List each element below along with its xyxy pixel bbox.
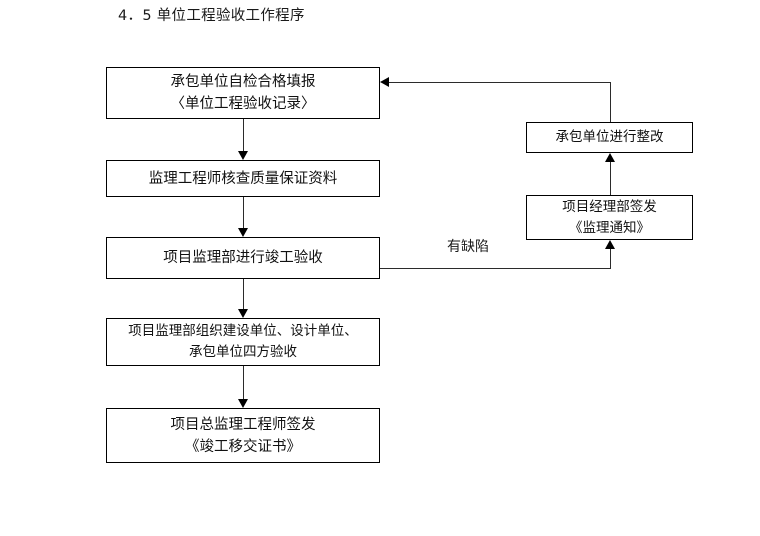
connector-rectify-to-self-inspect	[389, 82, 611, 83]
arrowhead-review-docs-in	[238, 151, 248, 160]
flow-node-four-party-acceptance[interactable]: 项目监理部组织建设单位、设计单位、 承包单位四方验收	[106, 318, 380, 366]
arrowhead-rectify-in	[605, 153, 615, 162]
arrowhead-certificate-in	[238, 399, 248, 408]
connector-completion-to-four-party	[243, 279, 244, 310]
flow-node-completion-acceptance-line1: 项目监理部进行竣工验收	[163, 250, 323, 266]
connector-self-inspect-to-review	[243, 119, 244, 152]
connector-review-to-completion	[243, 197, 244, 229]
connector-rectify-up	[610, 82, 611, 123]
flow-node-supervision-notice-line2: 《监理通知》	[569, 219, 650, 236]
flow-node-review-documents-line1: 监理工程师核查质量保证资料	[148, 170, 338, 187]
flow-node-handover-certificate-line2: 《竣工移交证书》	[185, 438, 301, 455]
flow-node-supervision-notice-line1: 项目经理部签发	[562, 198, 657, 215]
flow-node-review-documents[interactable]: 监理工程师核查质量保证资料	[106, 160, 380, 197]
flow-node-contractor-rectify[interactable]: 承包单位进行整改	[526, 122, 693, 153]
flow-node-self-inspect-line1: 承包单位自检合格填报	[170, 74, 316, 90]
connector-four-party-to-certificate	[243, 366, 244, 400]
flow-node-completion-acceptance[interactable]: 项目监理部进行竣工验收	[106, 237, 380, 279]
flow-node-handover-certificate[interactable]: 项目总监理工程师签发 《竣工移交证书》	[106, 408, 380, 463]
flow-node-four-party-acceptance-line1: 项目监理部组织建设单位、设计单位、	[128, 323, 358, 339]
connector-notice-to-rectify	[610, 162, 611, 196]
edge-label-defect: 有缺陷	[447, 239, 489, 255]
arrowhead-notice-in	[605, 240, 615, 249]
flow-node-contractor-rectify-line1: 承包单位进行整改	[555, 129, 664, 145]
arrowhead-self-inspect-in	[380, 77, 389, 87]
arrowhead-four-party-in	[238, 309, 248, 318]
flow-node-self-inspect[interactable]: 承包单位自检合格填报 〈单位工程验收记录〉	[106, 67, 380, 119]
connector-defect-vertical-up	[610, 249, 611, 269]
page-title: 4．5 单位工程验收工作程序	[118, 8, 305, 24]
flow-node-handover-certificate-line1: 项目总监理工程师签发	[170, 416, 316, 433]
arrowhead-completion-in	[238, 228, 248, 237]
flow-node-supervision-notice[interactable]: 项目经理部签发 《监理通知》	[526, 195, 693, 240]
flow-node-self-inspect-line2: 〈单位工程验收记录〉	[170, 96, 316, 112]
connector-defect-horizontal	[380, 268, 611, 269]
flow-node-four-party-acceptance-line2: 承包单位四方验收	[189, 344, 297, 360]
